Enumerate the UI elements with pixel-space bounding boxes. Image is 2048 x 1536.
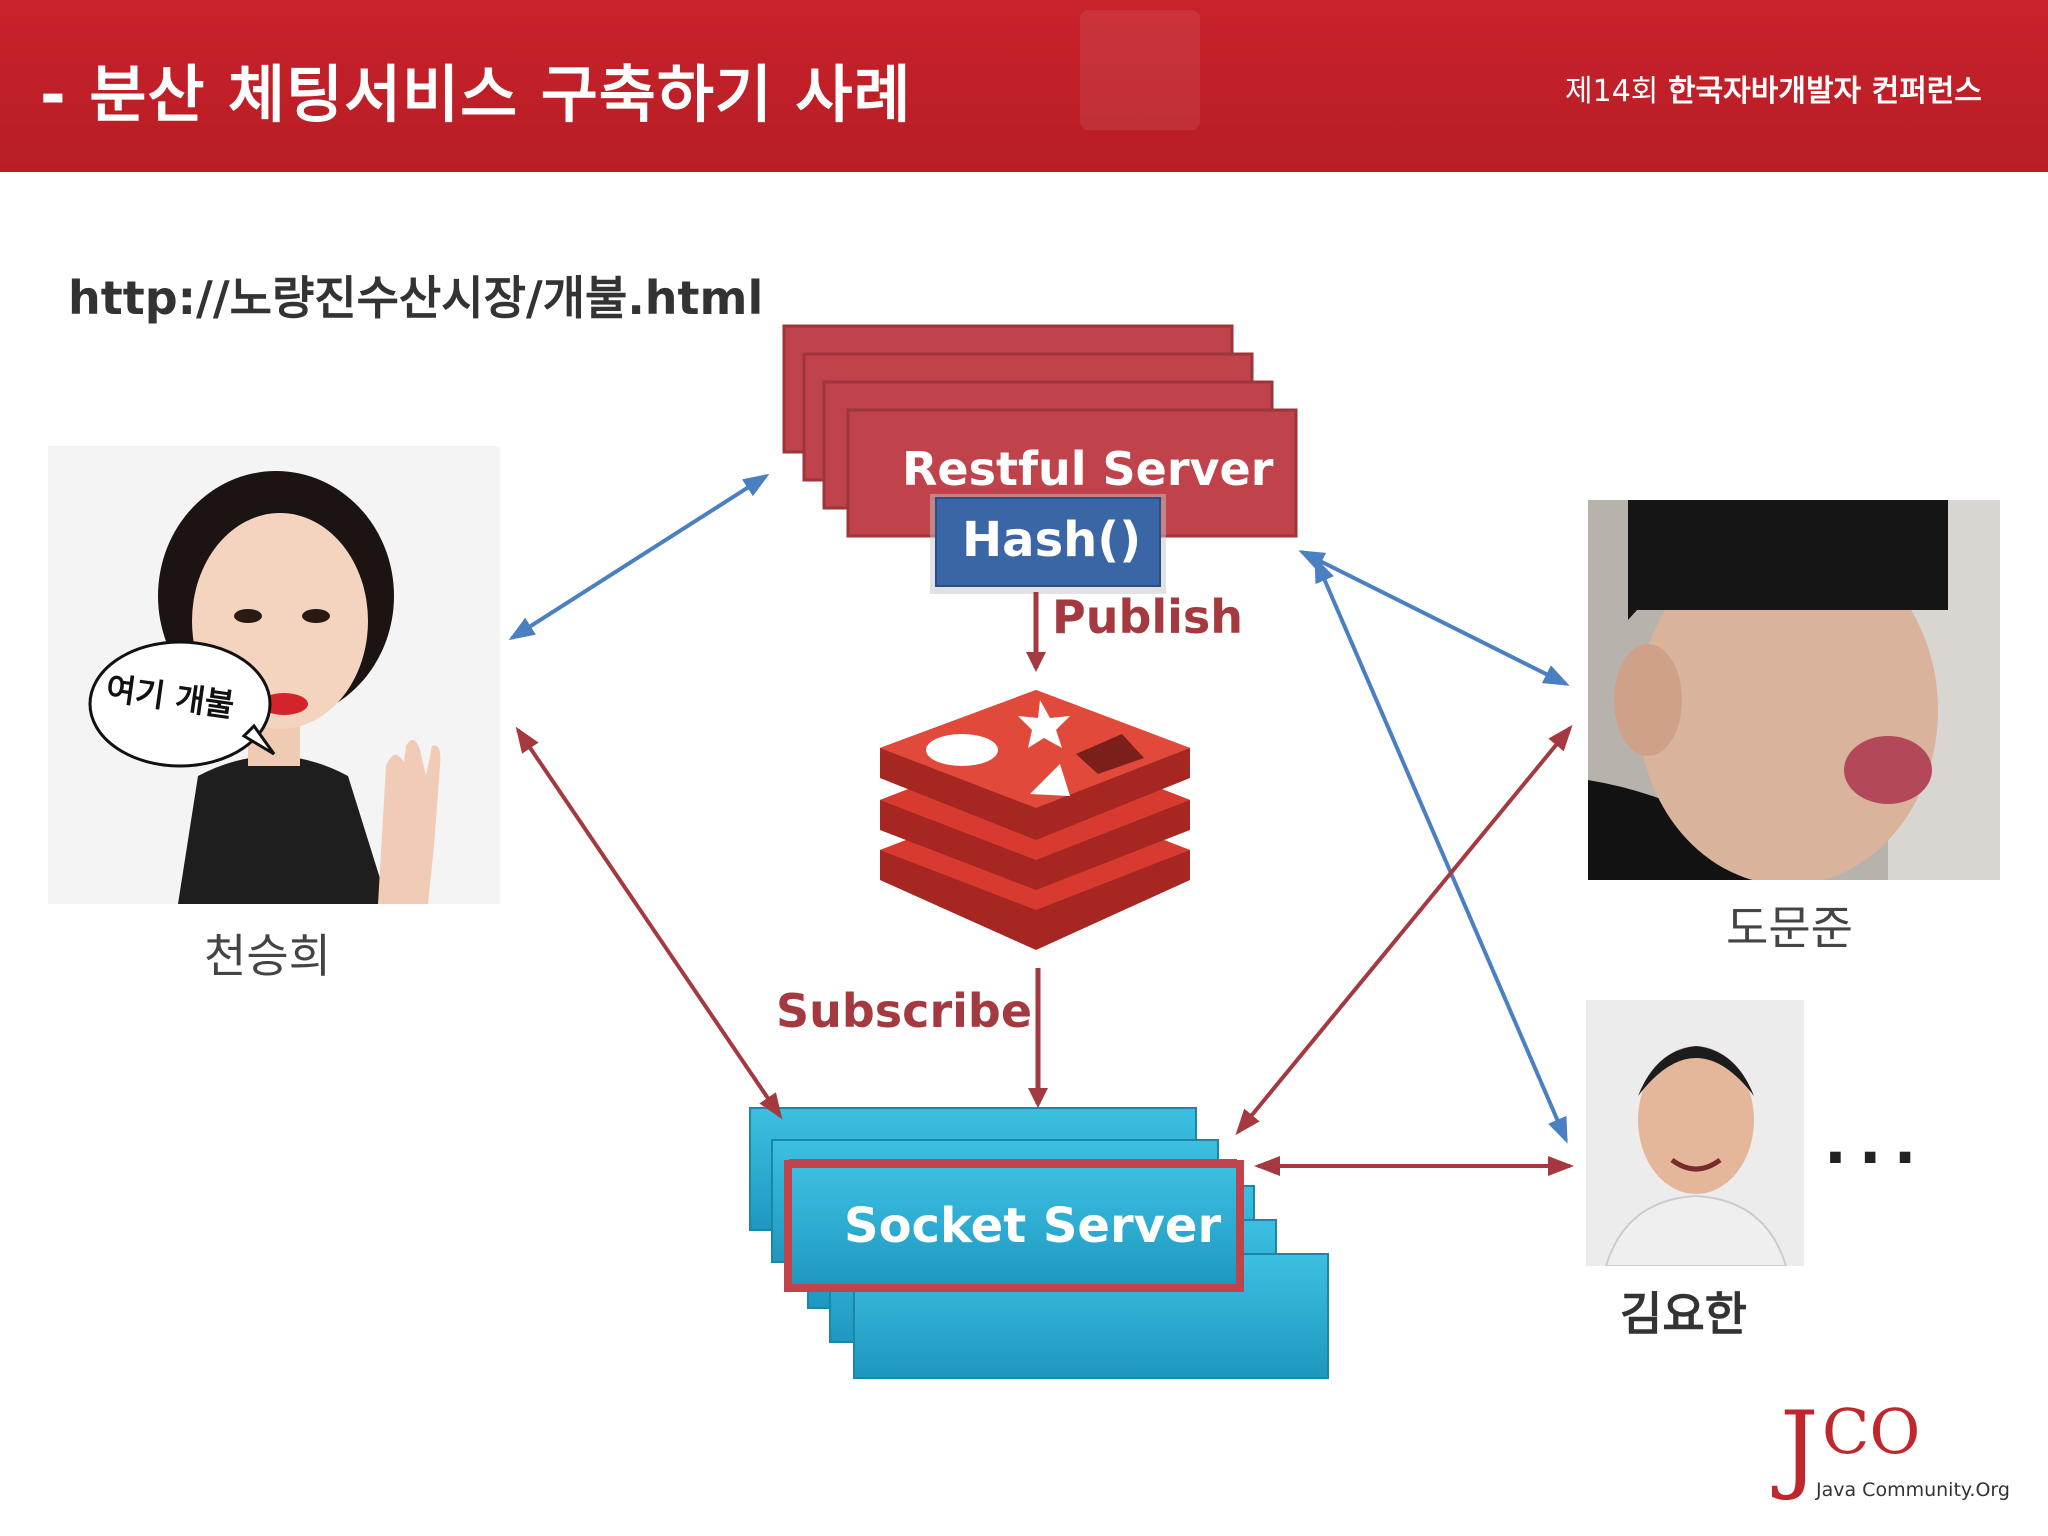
user-photo-left: 여기 개불 xyxy=(48,446,500,904)
person-illustration-icon xyxy=(48,446,500,904)
person-photo-icon xyxy=(1586,1000,1804,1266)
html5-watermark-icon xyxy=(1080,10,1200,130)
socket-right-top-user-arrow xyxy=(1235,724,1573,1136)
jco-logo-co: CO xyxy=(1822,1395,1921,1468)
user-photo-right-bottom xyxy=(1586,1000,1804,1266)
conference-name: 제14회 한국자바개발자 컨퍼런스 xyxy=(1565,66,1982,110)
jco-logo-subtitle: Java Community.Org xyxy=(1816,1479,2010,1501)
user-name-right-bottom: 김요한 xyxy=(1620,1287,1747,1341)
left-user-socket-arrow xyxy=(515,726,783,1120)
socket-server-label: Socket Server xyxy=(844,1198,1222,1254)
person-photo-icon xyxy=(1588,500,2000,880)
subscribe-label: Subscribe xyxy=(776,984,1033,1038)
restful-server-stack xyxy=(782,324,1298,538)
publish-label: Publish xyxy=(1052,590,1244,644)
header-bar: - 분산 체팅서비스 구축하기 사례 제14회 한국자바개발자 컨퍼런스 xyxy=(0,0,2048,172)
restful-server-label: Restful Server xyxy=(902,442,1274,496)
more-users-ellipsis: ... xyxy=(1824,1108,1929,1178)
user-name-left: 천승희 xyxy=(204,929,331,983)
user-name-right-top: 도문준 xyxy=(1726,901,1853,955)
conference-title: 한국자바개발자 컨퍼런스 xyxy=(1667,74,1982,109)
user-photo-right-top xyxy=(1588,500,2000,880)
chat-url: http://노량진수산시장/개불.html xyxy=(68,271,764,325)
conference-number: 제14회 xyxy=(1565,74,1659,109)
hash-box xyxy=(930,494,1166,594)
socket-server-stack xyxy=(749,1107,1329,1379)
jco-logo-mark-icon: J xyxy=(1780,1391,1819,1503)
redis-logo-icon xyxy=(880,690,1190,950)
restful-right-bottom-user-arrow xyxy=(1314,556,1568,1144)
hash-label: Hash() xyxy=(962,512,1142,568)
jco-logo: J CO Java Community.Org xyxy=(1780,1391,2010,1505)
slide-title: - 분산 체팅서비스 구축하기 사례 xyxy=(40,58,912,131)
left-user-restful-arrow xyxy=(508,473,770,641)
